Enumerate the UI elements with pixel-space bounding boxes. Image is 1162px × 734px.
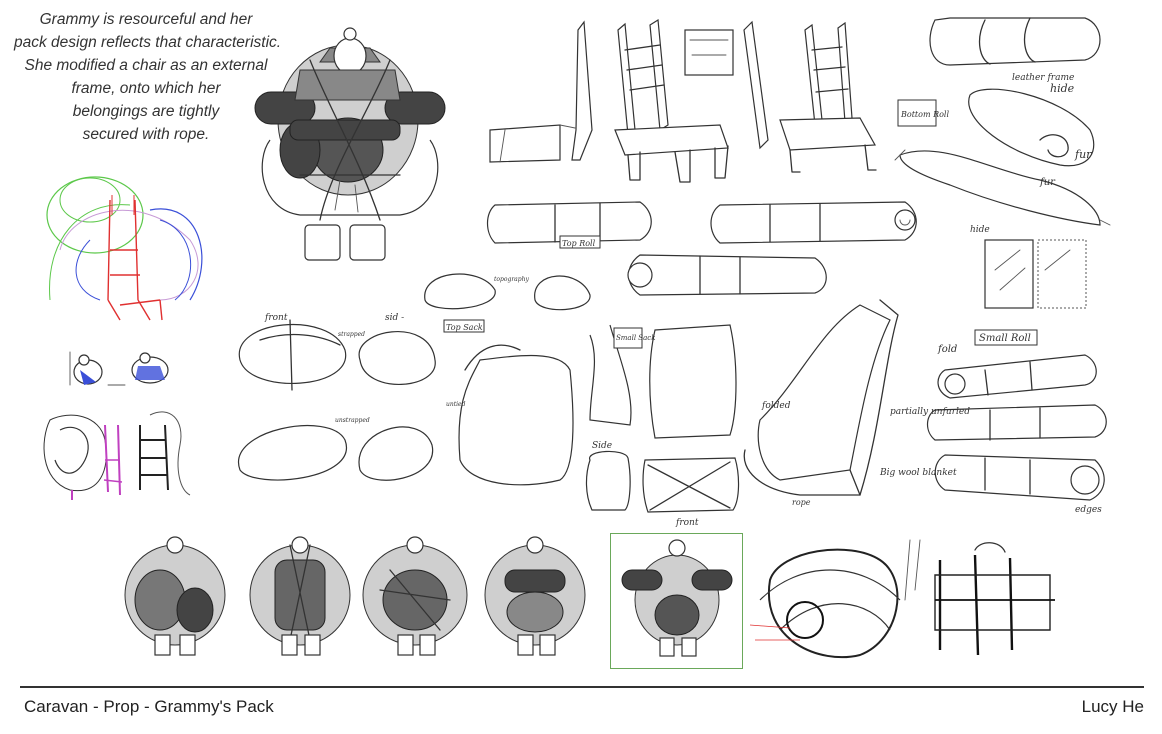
label-fur: fur	[1074, 148, 1092, 161]
frame-rough-sketch	[43, 411, 191, 500]
pack-variant	[124, 536, 226, 656]
label-big-wool-blanket: Big wool blanket	[879, 468, 957, 478]
label-untied: untied	[446, 401, 466, 408]
sheet-title: Caravan - Prop - Grammy's Pack	[24, 697, 274, 716]
label-rope: rope	[792, 498, 811, 507]
small-sack-studies	[585, 324, 740, 513]
pack-variant	[362, 536, 468, 656]
label-edges: edges	[1075, 505, 1102, 515]
intro-line: Grammy is resourceful and her	[39, 11, 253, 28]
label-unstrapped: unstrapped	[335, 417, 370, 424]
wool-blanket	[743, 299, 899, 496]
chair-frame-views	[489, 18, 877, 183]
intro-line: belongings are tightly	[72, 103, 220, 120]
top-rolls	[486, 201, 917, 296]
label-strapped: strapped	[338, 331, 365, 338]
label-front: front	[264, 313, 288, 323]
label-fur-2: fur	[1039, 177, 1056, 188]
pack-variant	[249, 536, 351, 656]
pack-variant-selected	[621, 539, 733, 657]
sketch-annotations: leather frame hide Bottom Roll fur fur h…	[264, 73, 1102, 528]
color-rough-sketch	[46, 176, 203, 321]
intro-line: secured with rope.	[82, 126, 210, 143]
hide-fur-rolls	[894, 17, 1111, 226]
pack-variant	[484, 536, 586, 656]
main-back-view	[254, 27, 446, 261]
footer-divider	[20, 686, 1144, 688]
author-name: Lucy He	[1081, 697, 1144, 716]
label-small-roll: Small Roll	[979, 333, 1031, 344]
intro-text: Grammy is resourceful and her pack desig…	[14, 8, 282, 146]
label-fold: fold	[937, 344, 957, 355]
intro-line: frame, onto which her	[71, 80, 221, 97]
label-hide-2: hide	[970, 225, 990, 235]
label-leather-frame: leather frame	[1012, 73, 1074, 83]
fur-swatches	[984, 239, 1087, 309]
intro-line: She modified a chair as an external	[24, 57, 268, 74]
label-partially-unfurled: partially unfurled	[890, 407, 970, 417]
label-top-sack: Top Sack	[446, 323, 483, 332]
pack-variant-row	[124, 536, 1055, 659]
label-topography: topography	[494, 276, 529, 283]
small-rolls	[926, 354, 1107, 501]
pack-rough-messy	[749, 539, 921, 659]
sack-studies	[237, 273, 591, 486]
label-hide: hide	[1050, 82, 1075, 95]
mini-thumbnail-row	[69, 351, 169, 386]
intro-line: pack design reflects that characteristic…	[14, 34, 282, 51]
frame-rough-dark	[934, 542, 1055, 656]
label-side-small: Side	[592, 441, 612, 451]
label-small-sack: Small Sack	[616, 334, 655, 342]
concept-sheet-canvas: leather frame hide Bottom Roll fur fur h…	[43, 17, 1111, 659]
selected-variant-frame	[610, 533, 743, 669]
label-top-roll: Top Roll	[562, 239, 596, 248]
label-front-small: front	[675, 518, 699, 528]
label-side: sid -	[385, 313, 404, 323]
label-folded: folded	[761, 401, 791, 411]
label-bottom-roll: Bottom Roll	[900, 110, 949, 119]
